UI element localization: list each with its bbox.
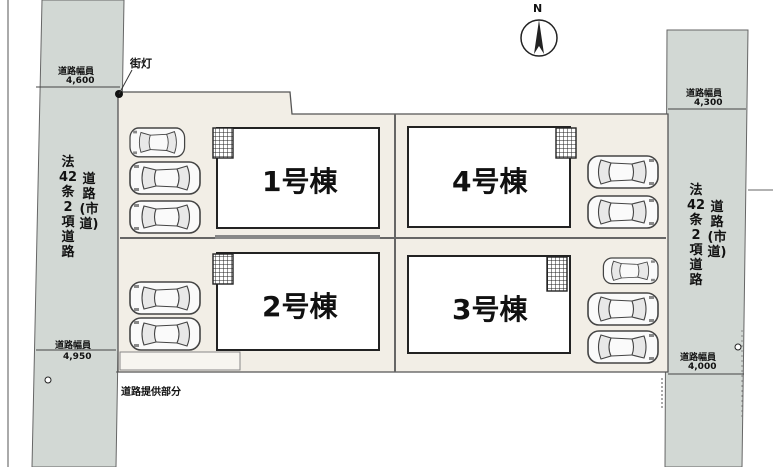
left-road-name-col2: 道路(市道) (79, 172, 99, 232)
parking-car (129, 200, 201, 234)
house-3-footprint (407, 255, 571, 354)
right-road-width-top-value: 4,300 (694, 98, 723, 108)
parking-car (587, 195, 659, 229)
unit-grid-marker (555, 127, 577, 159)
unit-grid-marker (212, 127, 234, 159)
parking-car (129, 281, 201, 315)
house-2-footprint (216, 252, 380, 351)
parking-car (129, 317, 201, 351)
dedicated-road-label: 道路提供部分 (121, 387, 181, 398)
right-road-width-bottom-label: 道路幅員 (680, 353, 717, 363)
house-1-footprint (216, 127, 380, 229)
house-2-label: 2号棟 (262, 290, 338, 323)
left-road-width-top-value: 4,600 (66, 76, 95, 86)
left-road-width-bottom-value: 4,950 (63, 352, 92, 362)
left-road-width-top-label: 道路幅員 (58, 67, 95, 77)
house-4-footprint (407, 126, 571, 228)
left-road-width-bottom-label: 道路幅員 (55, 341, 92, 351)
house-4-label: 4号棟 (452, 165, 528, 198)
parking-car (587, 292, 659, 326)
house-3-label: 3号棟 (452, 293, 528, 326)
parking-car (129, 127, 186, 158)
dedicated-road-area (119, 351, 241, 371)
parking-car (602, 257, 659, 285)
right-road-width-bottom-value: 4,000 (688, 362, 717, 372)
compass-north-label: N (533, 2, 543, 15)
parking-car (587, 330, 659, 364)
unit-grid-marker (546, 256, 568, 292)
street-light-label: 街灯 (130, 57, 152, 70)
parking-car (129, 161, 201, 195)
parking-car (587, 155, 659, 189)
unit-grid-marker (212, 253, 234, 285)
right-road-name-col2: 道路(市道) (707, 200, 727, 260)
house-1-label: 1号棟 (262, 165, 338, 198)
north-arrow-icon (520, 19, 558, 57)
right-road-width-top-label: 道路幅員 (686, 89, 723, 99)
